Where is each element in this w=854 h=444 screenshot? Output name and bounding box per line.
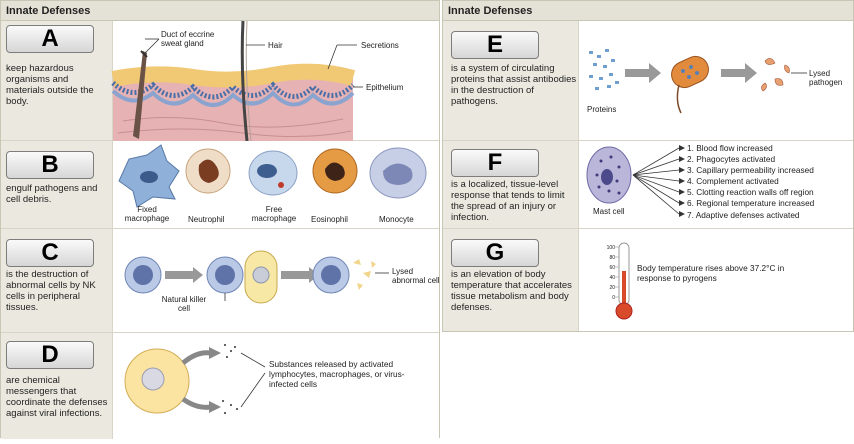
- row-d-description: are chemical messengers that coordinate …: [6, 375, 108, 419]
- answer-box-e[interactable]: E: [451, 31, 539, 59]
- answer-box-c[interactable]: C: [6, 239, 94, 267]
- effect-3: 3. Capillary permeability increased: [687, 165, 814, 176]
- row-c-illustration: Natural killer cell Lysed abnormal cell: [113, 229, 440, 332]
- row-d-illustration: Substances released by activated lymphoc…: [113, 333, 439, 439]
- effect-4: 4. Complement activated: [687, 176, 779, 187]
- label-lysed-abnormal-cell: Lysed abnormal cell: [392, 267, 440, 285]
- row-f: F is a localized, tissue-level response …: [443, 141, 853, 229]
- left-panel-header: Innate Defenses: [1, 1, 439, 21]
- answer-box-d[interactable]: D: [6, 341, 94, 369]
- tick-40: 40: [609, 275, 615, 281]
- label-monocyte: Monocyte: [379, 215, 414, 224]
- tick-0: 0: [612, 295, 615, 301]
- row-d-label-cell: D are chemical messengers that coordinat…: [1, 333, 113, 439]
- label-body-temperature: Body temperature rises above 37.2°C in r…: [637, 263, 785, 283]
- row-c-label-cell: C is the destruction of abnormal cells b…: [1, 229, 113, 332]
- row-g: G is an elevation of body temperature th…: [443, 229, 853, 331]
- row-g-illustration: 100 80 60 40 20 0 Body temperature rises…: [579, 229, 853, 331]
- row-a-illustration: Duct of eccrine sweat gland Hair Secreti…: [111, 20, 439, 142]
- right-panel-header: Innate Defenses: [443, 1, 853, 21]
- interferon-illustration: [124, 344, 266, 414]
- label-mast-cell: Mast cell: [593, 207, 625, 216]
- row-f-label-cell: F is a localized, tissue-level response …: [443, 141, 579, 228]
- effect-6: 6. Regional temperature increased: [687, 198, 815, 209]
- row-g-label-cell: G is an elevation of body temperature th…: [443, 229, 579, 331]
- row-b: B engulf pathogens and cell debris. Fixe…: [1, 141, 439, 229]
- left-panel: Innate Defenses A keep hazardous organis…: [0, 0, 440, 439]
- row-e: E is a system of circulating proteins th…: [443, 21, 853, 141]
- row-c-description: is the destruction of abnormal cells by …: [6, 269, 96, 313]
- label-proteins: Proteins: [587, 105, 617, 114]
- inflammation-effects-list: 1. Blood flow increased 2. Phagocytes ac…: [687, 143, 814, 221]
- row-f-description: is a localized, tissue-level response th…: [451, 179, 565, 223]
- row-g-description: is an elevation of body temperature that…: [451, 269, 572, 313]
- row-e-description: is a system of circulating proteins that…: [451, 63, 577, 107]
- effect-2: 2. Phagocytes activated: [687, 154, 776, 165]
- row-b-label-cell: B engulf pathogens and cell debris.: [1, 141, 113, 228]
- label-hair: Hair: [268, 41, 283, 50]
- label-epithelium: Epithelium: [366, 83, 404, 92]
- effect-5: 5. Clotting reaction walls off region: [687, 187, 814, 198]
- label-fixed-macrophage: Fixed macrophage: [124, 205, 170, 223]
- row-b-description: engulf pathogens and cell debris.: [6, 183, 98, 205]
- label-eosinophil: Eosinophil: [311, 215, 348, 224]
- answer-box-b[interactable]: B: [6, 151, 94, 179]
- row-a-description: keep hazardous organisms and materials o…: [6, 63, 94, 107]
- row-b-illustration: Fixed macrophage Neutrophil Free macroph…: [113, 141, 439, 228]
- answer-box-a[interactable]: A: [6, 25, 94, 53]
- row-a-label-cell: A keep hazardous organisms and materials…: [1, 21, 113, 140]
- label-duct: Duct of eccrine sweat gland: [161, 30, 215, 48]
- label-secretions: Secretions: [361, 41, 399, 50]
- label-natural-killer-cell: Natural killer cell: [161, 295, 207, 313]
- tick-60: 60: [609, 265, 615, 271]
- row-a: A keep hazardous organisms and materials…: [1, 20, 439, 142]
- effect-7: 7. Adaptive defenses activated: [687, 209, 800, 220]
- answer-box-f[interactable]: F: [451, 149, 539, 177]
- thermometer-icon: [615, 242, 633, 320]
- label-substances: Substances released by activated lymphoc…: [269, 359, 405, 389]
- tick-80: 80: [609, 255, 615, 261]
- label-lysed-pathogen: Lysed pathogen: [809, 69, 843, 87]
- row-c: C is the destruction of abnormal cells b…: [1, 229, 440, 333]
- right-panel: Innate Defenses E is a system of circula…: [442, 0, 854, 332]
- row-d: D are chemical messengers that coordinat…: [1, 333, 439, 439]
- label-free-macrophage: Free macrophage: [251, 205, 297, 223]
- nk-cell-illustration: [124, 250, 389, 304]
- tick-20: 20: [609, 285, 615, 291]
- label-neutrophil: Neutrophil: [188, 215, 225, 224]
- thermometer-scale: 100 80 60 40 20 0: [603, 243, 615, 303]
- phagocytes-illustration: [118, 144, 427, 208]
- row-e-illustration: Proteins Lysed pathogen: [579, 21, 853, 140]
- inflammation-illustration: [586, 145, 685, 217]
- row-e-label-cell: E is a system of circulating proteins th…: [443, 21, 579, 140]
- tick-100: 100: [606, 245, 615, 251]
- effect-1: 1. Blood flow increased: [687, 143, 773, 153]
- answer-box-g[interactable]: G: [451, 239, 539, 267]
- row-f-illustration: Mast cell 1. Blood flow increased 2. Pha…: [579, 141, 853, 228]
- complement-illustration: [589, 49, 807, 114]
- skin-illustration: [111, 20, 363, 142]
